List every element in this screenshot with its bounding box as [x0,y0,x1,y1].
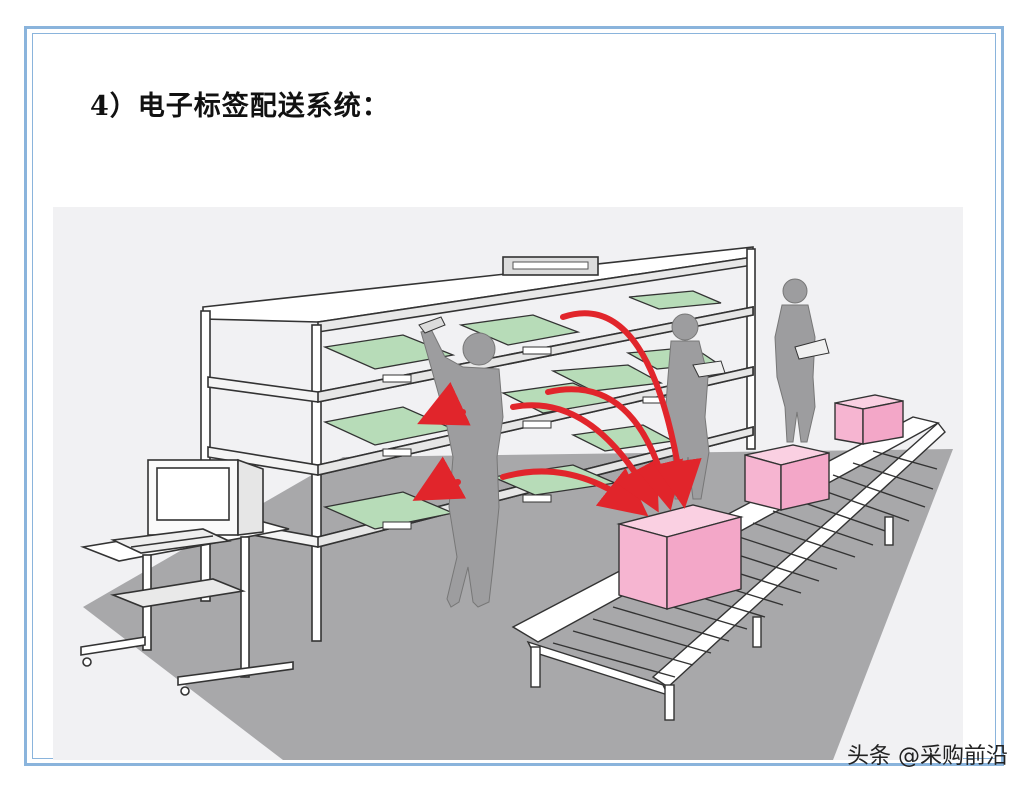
computer-terminal-icon [79,458,294,696]
scanner-icon [418,316,446,334]
tray-row-top [322,290,722,370]
slide-title: 4）电子标签配送系统： [90,91,390,122]
electronic-label-units [382,346,668,530]
electronic-label-distribution-illustration [53,207,963,760]
carton-box-icon [616,394,904,610]
picking-arrow-icon [412,310,702,517]
slide-frame-outer [24,26,1004,766]
watermark: 头条 @采购前沿 [847,744,1008,769]
